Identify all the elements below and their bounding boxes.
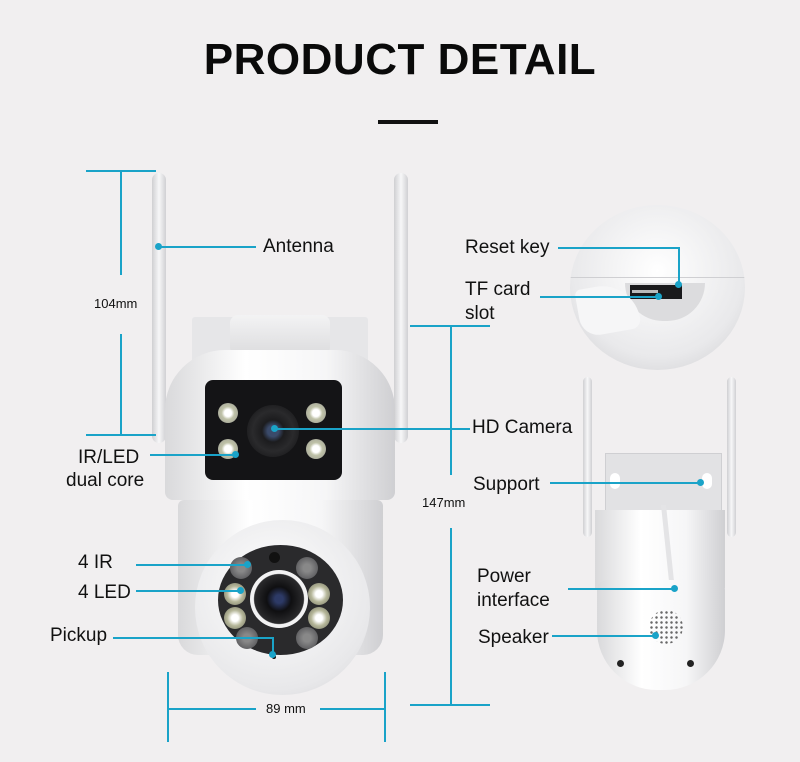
- rear-hole-left: [617, 660, 624, 667]
- label-support: Support: [473, 474, 540, 495]
- dim-89-left-tick: [167, 672, 169, 742]
- bracket-hole-left: [610, 473, 620, 489]
- support-line: [550, 482, 700, 484]
- tf-card-line: [540, 296, 658, 298]
- rear-antenna-right: [727, 377, 736, 537]
- led-2: [308, 583, 330, 605]
- antenna-line: [158, 246, 256, 248]
- led-ul: [218, 403, 238, 423]
- hd-camera-line: [274, 428, 470, 430]
- ir-dot: [244, 561, 251, 568]
- ir-led-dot: [232, 451, 239, 458]
- rear-antenna-left: [583, 377, 592, 537]
- label-reset-key: Reset key: [465, 237, 550, 258]
- support-dot: [697, 479, 704, 486]
- title-underline: [378, 120, 438, 124]
- dim-89-right-tick: [384, 672, 386, 742]
- power-line: [568, 588, 674, 590]
- rear-hole-right: [687, 660, 694, 667]
- rear-upper-housing: [595, 510, 725, 588]
- dim-147-line-bottom: [450, 528, 452, 705]
- antenna-left: [152, 173, 166, 443]
- ir-line: [136, 564, 246, 566]
- label-ir-led-line1: IR/LED: [78, 447, 140, 468]
- rear-camera-illustration: [575, 375, 745, 695]
- dim-147-line-top: [450, 325, 452, 475]
- label-tf-card-line1: TF card: [465, 279, 531, 300]
- reset-key-line-drop: [678, 247, 680, 282]
- dim-89-line-right: [320, 708, 384, 710]
- led-line: [136, 590, 240, 592]
- dim-89-label: 89 mm: [266, 701, 306, 716]
- led-3: [224, 607, 246, 629]
- pickup-line-drop: [272, 637, 274, 652]
- dome-sensor: [269, 552, 280, 563]
- led-1: [224, 583, 246, 605]
- label-tf-card-line2: slot: [465, 303, 495, 324]
- label-power-line2: interface: [477, 590, 550, 611]
- tf-card-dot: [655, 293, 662, 300]
- label-speaker: Speaker: [478, 627, 549, 648]
- power-dot: [671, 585, 678, 592]
- led-ur: [306, 403, 326, 423]
- speaker-line: [552, 635, 656, 637]
- bracket-hole-right: [702, 473, 712, 489]
- reset-key-dot: [675, 281, 682, 288]
- label-hd-camera: HD Camera: [472, 417, 573, 438]
- dim-104-line-bottom: [120, 334, 122, 435]
- dome-lens: [250, 570, 308, 628]
- label-4-ir: 4 IR: [78, 552, 113, 573]
- label-4-led: 4 LED: [78, 582, 131, 603]
- tf-card: [632, 290, 658, 293]
- ir-4: [296, 627, 318, 649]
- panel-seam: [570, 277, 745, 278]
- led-lr: [306, 439, 326, 459]
- reset-key-line: [558, 247, 680, 249]
- ir-led-line: [150, 454, 235, 456]
- pickup-dot: [269, 651, 276, 658]
- label-ir-led-line2: dual core: [66, 470, 145, 491]
- speaker-dot: [652, 632, 659, 639]
- label-antenna: Antenna: [263, 236, 334, 257]
- dim-104-label: 104mm: [94, 296, 138, 311]
- pickup-line: [113, 637, 273, 639]
- page-title: PRODUCT DETAIL: [203, 35, 597, 84]
- label-power-line1: Power: [477, 566, 531, 587]
- label-pickup: Pickup: [50, 625, 108, 646]
- led-dot: [237, 587, 244, 594]
- bottom-view-illustration: [570, 205, 745, 370]
- led-4: [308, 607, 330, 629]
- antenna-right: [394, 173, 408, 443]
- dim-147-label: 147mm: [422, 495, 466, 510]
- ir-2: [296, 557, 318, 579]
- dim-104-bottom-tick: [86, 434, 156, 436]
- dim-104-line-top: [120, 170, 122, 275]
- dim-147-bottom-tick: [410, 704, 490, 706]
- dim-89-line-left: [168, 708, 256, 710]
- mount-cap: [230, 315, 330, 355]
